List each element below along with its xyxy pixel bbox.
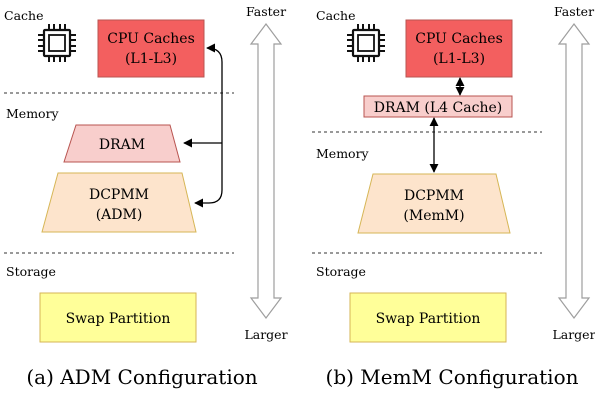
right-dcpmm-box (357, 173, 511, 234)
right-dcpmm-label: DCPMM (404, 188, 464, 204)
right-faster-larger-arrow (557, 23, 591, 319)
left-larger-label: Larger (244, 327, 287, 342)
cpu-chip-icon (345, 22, 387, 64)
right-storage-label: Storage (316, 264, 366, 279)
left-cache-label: Cache (4, 8, 43, 23)
left-cpu-caches-label: CPU Caches (107, 31, 195, 47)
left-dcpmm-box (41, 172, 197, 233)
left-swap-box (39, 292, 197, 343)
left-cache-dcpmm-arrow (194, 43, 223, 208)
left-dram-box (63, 124, 181, 163)
left-dcpmm-label: DCPMM (89, 187, 149, 203)
left-dcpmm-mode: (ADM) (96, 207, 143, 223)
panel-adm: Cache CPU Caches (L1-L3) Memory DRAM DCP… (4, 4, 288, 389)
right-swap-box (349, 292, 507, 343)
right-swap-label: Swap Partition (376, 311, 481, 327)
right-cache-label: Cache (316, 8, 355, 23)
left-swap-label: Swap Partition (66, 311, 171, 327)
left-dram-label: DRAM (99, 137, 145, 153)
right-cpu-caches-range: (L1-L3) (433, 51, 485, 67)
right-caption: (b) MemM Configuration (326, 365, 579, 389)
left-faster-label: Faster (246, 4, 286, 19)
left-faster-larger-arrow (249, 23, 283, 319)
right-memory-label: Memory (316, 146, 370, 161)
left-cpu-caches-box (97, 19, 205, 78)
right-dram-label: DRAM (L4 Cache) (374, 100, 502, 116)
left-caption: (a) ADM Configuration (26, 365, 257, 389)
cpu-chip-icon (36, 22, 78, 64)
left-storage-label: Storage (6, 264, 56, 279)
right-larger-label: Larger (552, 327, 595, 342)
left-memory-label: Memory (6, 106, 60, 121)
right-cpu-caches-box (405, 19, 513, 78)
right-faster-label: Faster (554, 4, 594, 19)
left-cpu-caches-range: (L1-L3) (125, 51, 177, 67)
right-dcpmm-mode: (MemM) (403, 208, 464, 224)
right-cpu-caches-label: CPU Caches (415, 31, 503, 47)
panel-memm: Cache CPU Caches (L1-L3) DRAM (L4 Cache)… (312, 4, 595, 389)
right-dram-box (363, 95, 513, 118)
